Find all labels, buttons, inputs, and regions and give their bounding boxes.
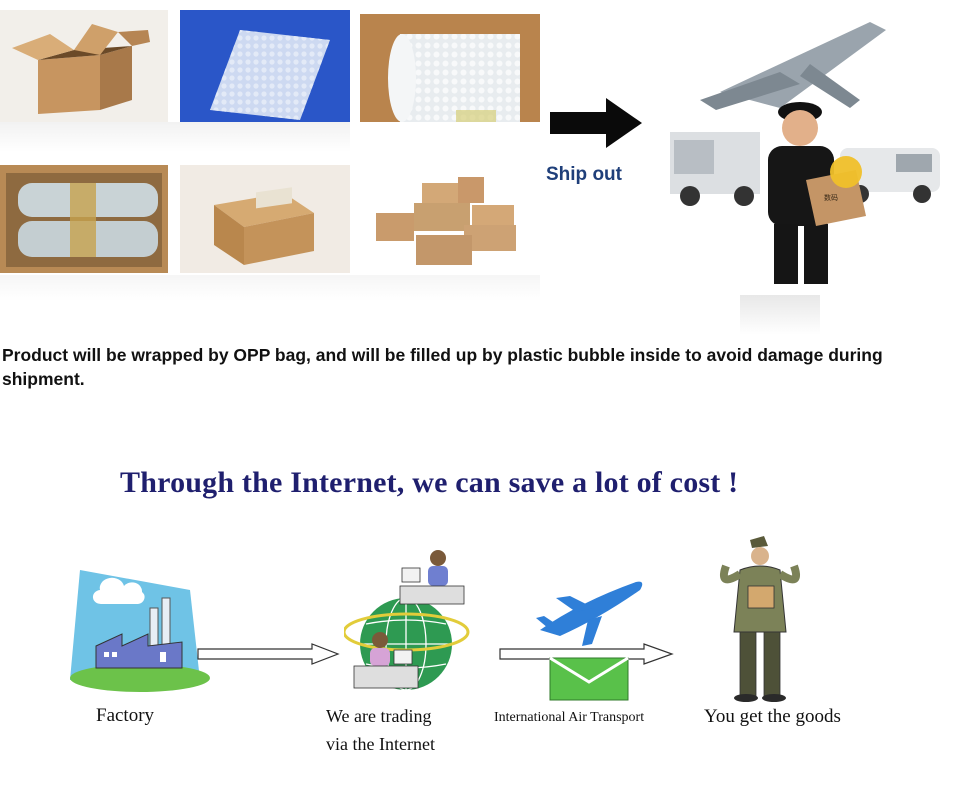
bubble-roll-photo [360,14,540,122]
packed-box-photo [0,165,168,273]
box-logo-text: 数码 [824,193,838,202]
step-label-trading-line2: via the Internet [326,734,435,754]
step-label-factory: Factory [96,705,155,726]
globe-trading-icon [344,550,470,691]
receiver-person-icon [719,536,801,702]
factory-icon [70,570,210,692]
ship-out-label: Ship out [546,164,622,185]
packaging-description: Product will be wrapped by OPP bag, and … [2,345,883,389]
photo-reflection [0,122,350,152]
photo-reflection [740,295,820,335]
open-box-photo [0,10,168,122]
sealed-box-photo [180,165,350,273]
step-label-get-goods: You get the goods [704,706,841,727]
courier-delivery-photo: 数码 [660,12,950,312]
step-label-air-transport: International Air Transport [494,710,645,725]
ship-arrow-icon [550,98,642,148]
headline: Through the Internet, we can save a lot … [120,466,739,499]
stacked-boxes-photo [360,165,540,275]
flow-arrow-icon [197,643,340,665]
flow-arrow-icon [499,643,674,665]
bubble-wrap-blue-photo [180,10,350,122]
step-label-trading-line1: We are trading [326,706,432,726]
photo-reflection [0,275,540,301]
air-mail-icon [536,581,643,701]
